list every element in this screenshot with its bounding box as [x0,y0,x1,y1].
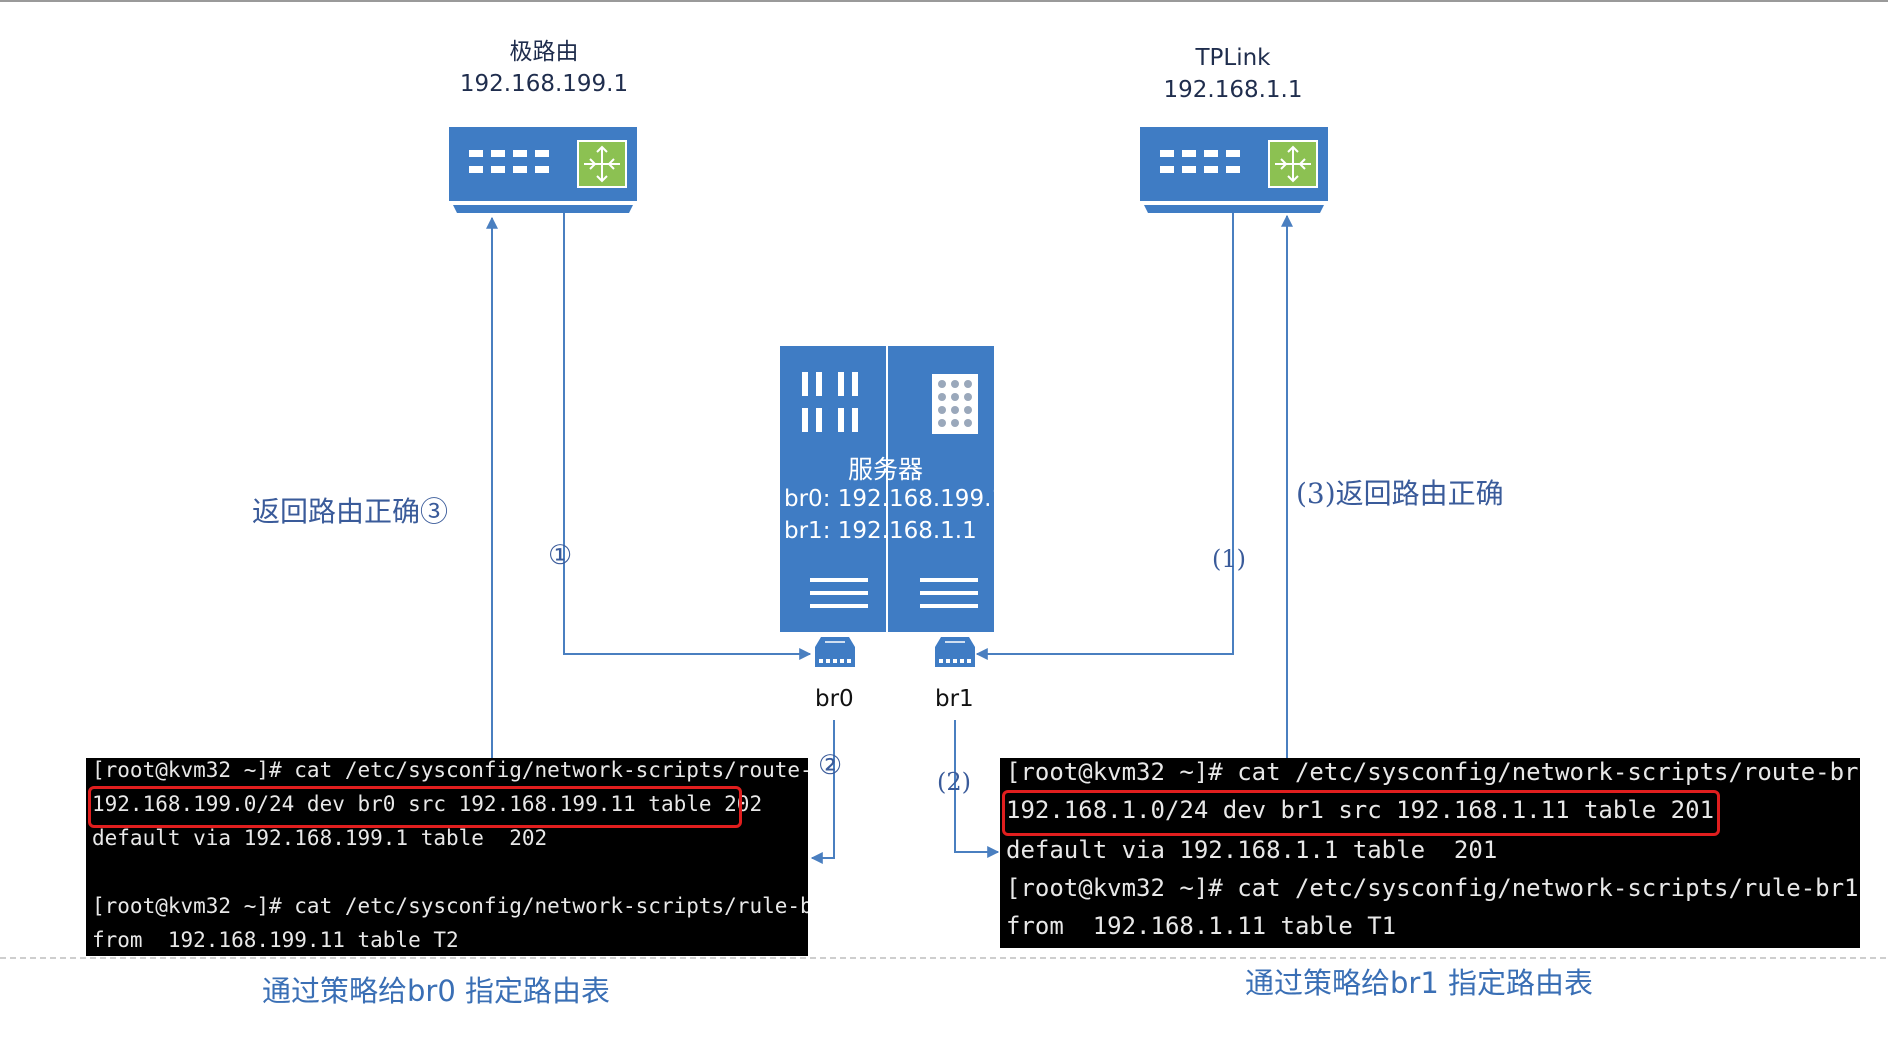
terminal-line: from 192.168.199.11 table T2 [92,928,459,952]
right-router-label: TPLink 192.168.1.1 [1133,42,1333,106]
br0-port-label: br0 [815,686,854,712]
server-name: 服务器 [848,455,924,484]
terminal-line: default via 192.168.1.1 table 201 [1006,836,1498,864]
server-br0-line: br0: 192.168.199.1 [784,486,1007,512]
left-caption: 通过策略给br0 指定路由表 [262,974,611,1008]
terminal-line: [root@kvm32 ~]# cat /etc/sysconfig/netwo… [1006,758,1860,786]
terminal-line: [root@kvm32 ~]# cat /etc/sysconfig/netwo… [1006,874,1859,902]
right-highlight-box [1002,790,1720,836]
right-router-name: TPLink [1195,45,1271,71]
right-terminal: [root@kvm32 ~]# cat /etc/sysconfig/netwo… [1000,758,1860,948]
left-step1-label: ① [548,540,573,571]
right-step1-label: (1) [1212,545,1246,573]
terminal-line: from 192.168.1.11 table T1 [1006,912,1397,940]
br1-port-label: br1 [935,686,974,712]
right-step1-arrow [975,212,1234,660]
left-return-annotation: 返回路由正确③ [252,495,449,528]
right-step2-arrow [954,720,1000,858]
terminal-line: 192.168.1.0/24 dev br1 src 192.168.1.11 … [1006,796,1715,824]
right-return-annotation: (3)返回路由正确 [1296,477,1504,510]
left-step2-label: ② [818,750,843,781]
br1-port-icon [935,637,975,667]
terminal-line: [root@kvm32 ~]# cat /etc/sysconfig/netwo… [92,894,808,918]
left-step2-arrow [810,720,835,864]
terminal-line: [root@kvm32 ~]# cat /etc/sysconfig/netwo… [92,758,808,782]
terminal-line: default via 192.168.199.1 table 202 [92,826,548,850]
terminal-line: 192.168.199.0/24 dev br0 src 192.168.199… [92,792,763,816]
right-router-ip: 192.168.1.1 [1163,77,1303,103]
left-router-ip: 192.168.199.1 [459,71,629,97]
top-border [0,0,1888,2]
server-br1-line: br1: 192.168.1.1 [784,518,977,544]
left-router-icon [449,127,637,213]
right-router-icon [1140,127,1328,213]
right-step2-label: (2) [937,768,971,796]
left-highlight-box [88,786,742,828]
br0-port-icon [815,637,855,667]
left-router-label: 极路由 192.168.199.1 [444,36,644,100]
left-router-name: 极路由 [509,39,579,65]
left-terminal: [root@kvm32 ~]# cat /etc/sysconfig/netwo… [86,758,808,956]
server-icon [780,346,994,632]
left-step1-arrow [563,212,812,660]
right-caption: 通过策略给br1 指定路由表 [1245,966,1594,1000]
